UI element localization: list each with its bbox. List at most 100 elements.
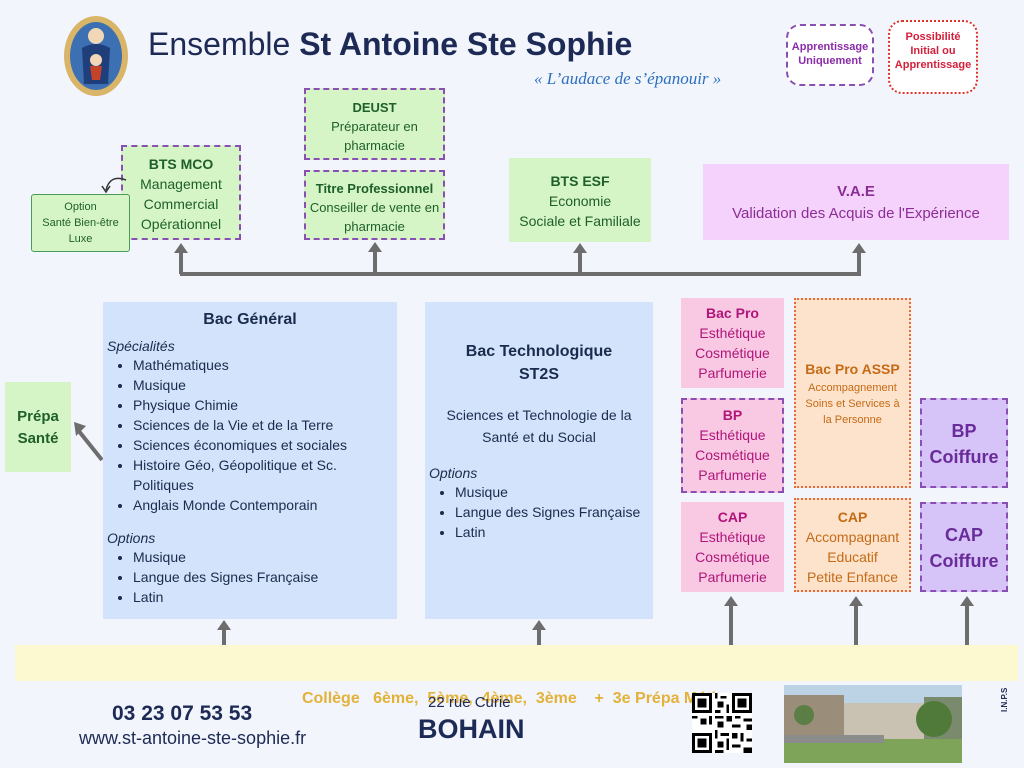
bts-mco-title: BTS MCO	[148, 156, 214, 172]
assp-l1: Accompagnement	[808, 382, 897, 394]
deust-text: Préparateur en pharmacie	[331, 119, 418, 153]
logo	[62, 14, 130, 98]
bp-box: BP Esthétique Cosmétique Parfumerie	[681, 398, 784, 493]
cap-aepe-l1: Accompagnant	[805, 529, 900, 545]
list-item: Histoire Géo, Géopolitique et Sc. Politi…	[133, 455, 393, 495]
college-banner: Collège 6ème, 5ème, 4ème, 3ème + 3e Prép…	[15, 645, 1018, 707]
list-item: Mathématiques	[133, 355, 393, 375]
options-label: Options	[429, 465, 478, 481]
bac-techno-box: Bac Technologique ST2S Sciences et Techn…	[425, 302, 653, 619]
bts-esf-l1: Economie	[548, 193, 612, 209]
cap-l1: Esthétique	[699, 529, 766, 545]
spec-label: Spécialités	[107, 338, 175, 354]
bts-esf-title: BTS ESF	[550, 173, 610, 189]
connector-horizontal	[180, 272, 861, 276]
arrow-up-icon	[174, 243, 188, 253]
options-list: Musique Langue des Signes Française Lati…	[455, 482, 649, 542]
arrow-up-icon	[960, 596, 974, 606]
assp-l3: la Personne	[823, 414, 882, 426]
cap-l3: Parfumerie	[698, 569, 767, 585]
specialites-list: Mathématiques Musique Physique Chimie Sc…	[133, 355, 393, 515]
arrow-up-icon	[724, 596, 738, 606]
list-item: Langue des Signes Française	[133, 567, 393, 587]
arrow-up-icon	[217, 620, 231, 630]
bp-coiffure-l1: BP	[951, 421, 977, 441]
connector-vae	[857, 252, 861, 274]
option-box: Option Santé Bien-être Luxe	[31, 194, 130, 252]
connector-college-techno	[537, 628, 541, 646]
legend-apprentissage-text: Apprentissage Uniquement	[791, 41, 869, 67]
arrow-up-icon	[368, 242, 382, 252]
legend-apprentissage: Apprentissage Uniquement	[786, 24, 874, 86]
phone-number: 03 23 07 53 53	[112, 702, 253, 725]
bts-mco-l2: Commercial	[143, 196, 219, 212]
option-l3: Luxe	[68, 233, 93, 245]
assp-l2: Soins et Services à	[805, 398, 900, 410]
list-item: Anglais Monde Contemporain	[133, 495, 393, 515]
list-item: Physique Chimie	[133, 395, 393, 415]
cap-coiffure-l1: CAP	[944, 525, 983, 545]
title-main: St Antoine Ste Sophie	[299, 26, 633, 62]
titre-pro-box: Titre Professionnel Conseiller de vente …	[304, 170, 445, 240]
prepa-sante-box: Prépa Santé	[5, 382, 71, 472]
bac-pro-assp-box: Bac Pro ASSP Accompagnement Soins et Ser…	[794, 298, 911, 488]
street-address: 22 rue Curie	[428, 694, 511, 711]
list-item: Latin	[455, 522, 649, 542]
deust-box: DEUST Préparateur en pharmacie	[304, 88, 445, 160]
arrow-up-icon	[849, 596, 863, 606]
bp-title: BP	[722, 407, 743, 423]
list-item: Latin	[133, 587, 393, 607]
option-l2: Santé Bien-être	[42, 217, 119, 229]
bp-coiffure-l2: Coiffure	[929, 447, 999, 467]
connector-titre-pro	[373, 251, 377, 274]
prepa-l1: Prépa	[17, 408, 59, 425]
website-link[interactable]: www.st-antoine-ste-sophie.fr	[79, 728, 307, 748]
college-text: Collège 6ème, 5ème, 4ème, 3ème + 3e Prép…	[301, 690, 740, 707]
connector-college-aepe	[854, 604, 858, 646]
bac-pro-l3: Parfumerie	[698, 365, 767, 381]
arrow-up-icon	[852, 243, 866, 253]
qr-code-icon[interactable]	[692, 693, 752, 753]
list-item: Sciences de la Vie et de la Terre	[133, 415, 393, 435]
options-label: Options	[107, 530, 156, 546]
bts-mco-l1: Management	[140, 176, 222, 192]
vae-text: Validation des Acquis de l'Expérience	[732, 205, 980, 222]
list-item: Musique	[133, 375, 393, 395]
deust-title: DEUST	[352, 100, 397, 115]
cap-coiffure-box: CAP Coiffure	[920, 502, 1008, 592]
cap-box: CAP Esthétique Cosmétique Parfumerie	[681, 502, 784, 592]
bp-l1: Esthétique	[699, 427, 766, 443]
cap-aepe-title: CAP	[837, 509, 868, 525]
bts-mco-box: BTS MCO Management Commercial Opérationn…	[121, 145, 241, 240]
bp-coiffure-box: BP Coiffure	[920, 398, 1008, 488]
option-l1: Option	[64, 201, 97, 213]
bp-l2: Cosmétique	[695, 447, 770, 463]
cap-coiffure-l2: Coiffure	[929, 551, 999, 571]
arrow-up-icon	[532, 620, 546, 630]
cap-title: CAP	[717, 509, 748, 525]
bac-pro-box: Bac Pro Esthétique Cosmétique Parfumerie	[681, 298, 784, 388]
arrow-up-icon	[573, 243, 587, 253]
connector-college-cap	[729, 604, 733, 646]
legend-possibilite-text: Possibilité Initial ou Apprentissage	[894, 31, 972, 71]
bac-techno-desc: Sciences et Technologie de la Santé et d…	[446, 407, 632, 445]
bac-general-box: Bac Général Spécialités Mathématiques Mu…	[103, 302, 397, 619]
prepa-arrow-icon	[74, 422, 104, 462]
city-name: BOHAIN	[418, 714, 525, 744]
bac-pro-l1: Esthétique	[699, 325, 766, 341]
bts-esf-box: BTS ESF Economie Sociale et Familiale	[509, 158, 651, 242]
options-list: Musique Langue des Signes Française Lati…	[133, 547, 393, 607]
page-title: Ensemble St Antoine Ste Sophie	[148, 26, 632, 63]
connector-bts-mco	[179, 252, 183, 274]
bac-pro-l2: Cosmétique	[695, 345, 770, 361]
cap-l2: Cosmétique	[695, 549, 770, 565]
tagline: « L’audace de s’épanouir »	[534, 69, 722, 88]
cap-aepe-l3: Petite Enfance	[806, 569, 899, 585]
list-item: Sciences économiques et sociales	[133, 435, 393, 455]
title-prefix: Ensemble	[148, 26, 291, 62]
prepa-l2: Santé	[17, 430, 59, 447]
connector-college-coiffure	[965, 604, 969, 646]
list-item: Langue des Signes Française	[455, 502, 649, 522]
bac-general-title: Bac Général	[203, 311, 297, 328]
option-curved-arrow	[101, 177, 127, 194]
